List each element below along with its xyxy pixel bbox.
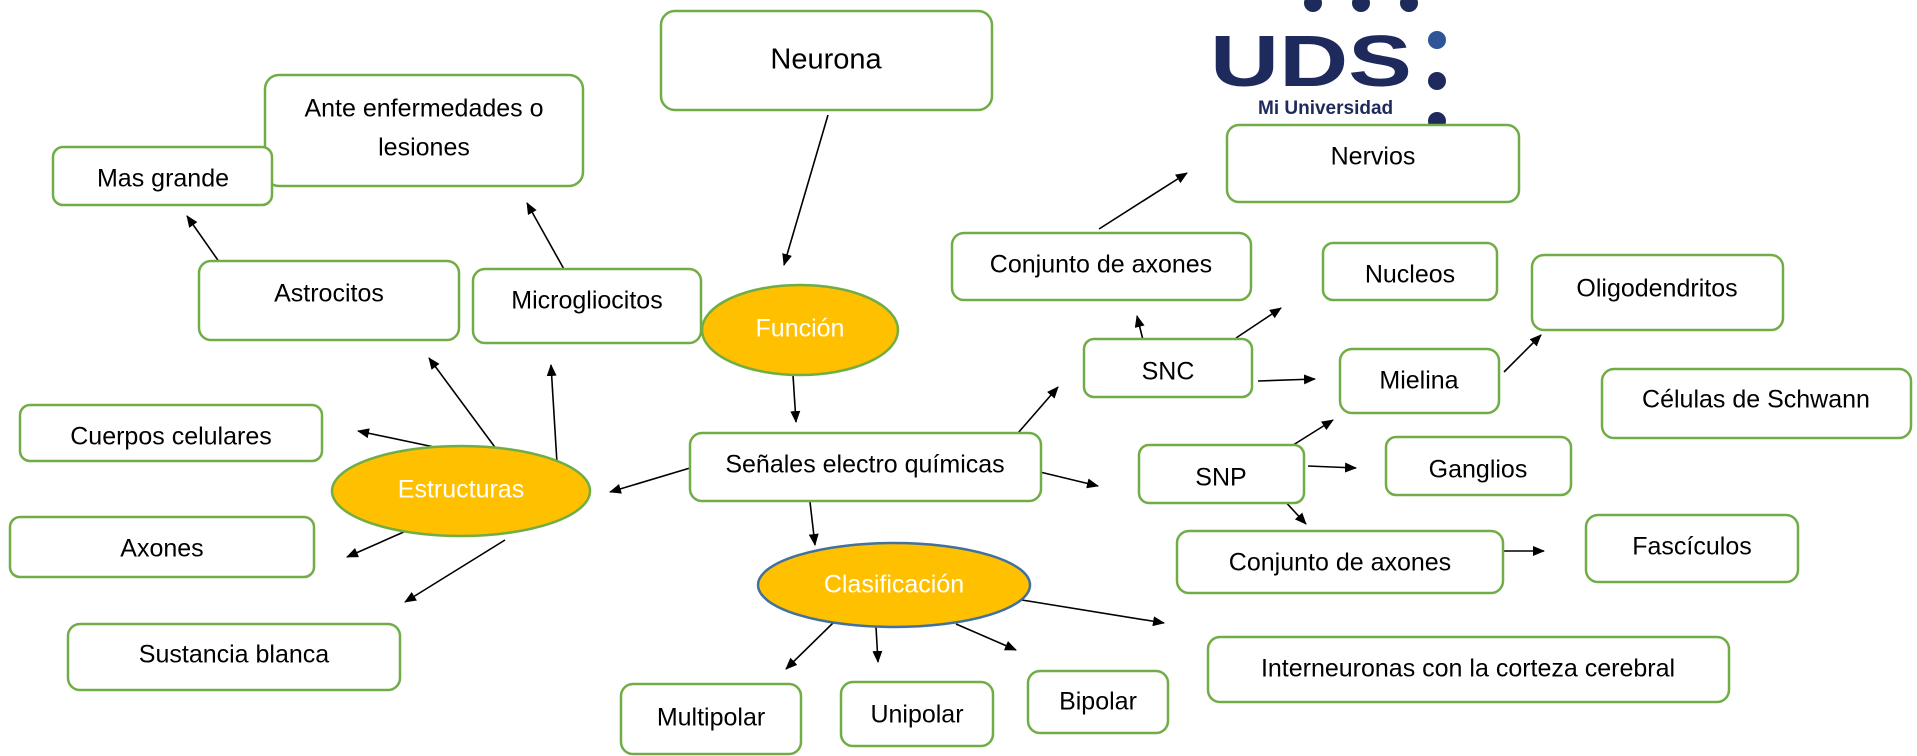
node-label: Axones	[120, 535, 203, 563]
node-mas-grande: Mas grande	[51, 145, 274, 207]
node-snp: SNP	[1137, 443, 1306, 505]
arrow-estructuras-astrocitos	[428, 357, 498, 451]
node-nervios: Nervios	[1225, 123, 1521, 204]
node-cuerpos-celulares: Cuerpos celulares	[18, 403, 324, 463]
arrow-snp-mielina	[1289, 419, 1334, 448]
arrow-clasificacion-multipolar	[785, 621, 835, 670]
node-astrocitos: Astrocitos	[197, 259, 461, 342]
arrow-estructuras-microgliocitos	[546, 364, 558, 464]
logo-dot	[1428, 72, 1446, 90]
node-axones: Axones	[8, 515, 316, 579]
logo-wordmark: UDS	[1210, 22, 1412, 102]
arrow-estructuras-axones	[346, 530, 407, 558]
logo-dot	[1352, 0, 1370, 12]
node-label: Ante enfermedades o	[304, 95, 543, 123]
logo-dot	[1400, 0, 1418, 12]
node-label: Nucleos	[1365, 261, 1455, 289]
node-conjunto-axones-snp: Conjunto de axones	[1175, 529, 1505, 595]
node-nucleos: Nucleos	[1321, 241, 1499, 302]
arrow-clasificacion-interneuronas	[1021, 599, 1165, 627]
arrow-neurona-funcion	[782, 114, 829, 266]
node-label: Clasificación	[824, 571, 964, 599]
node-multipolar: Multipolar	[619, 682, 803, 756]
node-label: SNC	[1142, 358, 1195, 386]
node-label: lesiones	[378, 134, 470, 162]
logo-dot	[1428, 31, 1446, 49]
node-label: Células de Schwann	[1642, 386, 1870, 414]
node-microgliocitos: Microgliocitos	[471, 267, 703, 345]
logo-dot	[1304, 0, 1322, 12]
arrow-conjunto-nervios	[1098, 172, 1188, 230]
node-label: Astrocitos	[274, 280, 384, 308]
node-oligodendritos: Oligodendritos	[1530, 253, 1785, 332]
node-label: Fascículos	[1632, 533, 1751, 561]
node-label: Mas grande	[97, 165, 229, 193]
node-fasciculos: Fascículos	[1584, 513, 1800, 584]
node-label: Conjunto de axones	[990, 251, 1212, 279]
node-label: Microgliocitos	[511, 287, 662, 315]
node-label: Estructuras	[398, 476, 524, 504]
node-celulas-schwann: Células de Schwann	[1600, 367, 1913, 440]
node-label: Nervios	[1331, 143, 1416, 171]
node-estructuras: Estructuras	[330, 444, 592, 538]
node-bipolar: Bipolar	[1026, 669, 1170, 735]
node-snc: SNC	[1082, 337, 1254, 399]
arrow-clasificacion-unipolar	[872, 626, 883, 663]
logo-tagline: Mi Universidad	[1258, 98, 1393, 119]
node-label: Cuerpos celulares	[70, 423, 272, 451]
arrow-senales-snp	[1039, 471, 1099, 489]
node-conjunto-axones-snc: Conjunto de axones	[950, 231, 1253, 302]
node-label: Ganglios	[1429, 456, 1528, 484]
arrow-snp-ganglios	[1307, 462, 1357, 473]
node-label: Bipolar	[1059, 688, 1137, 716]
node-interneuronas: Interneuronas con la corteza cerebral	[1206, 635, 1731, 704]
node-label: Neurona	[770, 44, 882, 76]
node-clasificacion: Clasificación	[756, 541, 1032, 629]
node-label: Mielina	[1379, 367, 1458, 395]
node-mielina: Mielina	[1338, 347, 1501, 415]
arrow-clasificacion-bipolar	[955, 623, 1017, 651]
arrow-snc-conjunto	[1134, 315, 1145, 341]
connectors	[186, 114, 1545, 670]
uds-logo: UDS Mi Universidad	[1210, 0, 1446, 130]
node-sustancia-blanca: Sustancia blanca	[66, 622, 402, 692]
node-label: Sustancia blanca	[139, 641, 330, 669]
node-label: Oligodendritos	[1576, 275, 1737, 303]
node-label: Unipolar	[870, 701, 963, 729]
arrow-astrocitos-masgrande	[186, 215, 223, 267]
node-label: Señales electro químicas	[725, 451, 1004, 479]
arrow-snc-mielina	[1257, 374, 1316, 385]
node-ante-enfermedades: Ante enfermedades o lesiones	[263, 73, 585, 188]
node-unipolar: Unipolar	[839, 680, 995, 748]
node-funcion: Función	[700, 283, 900, 377]
node-label: Función	[756, 315, 845, 343]
node-ganglios: Ganglios	[1384, 435, 1573, 497]
node-senales: Señales electro químicas	[688, 431, 1043, 503]
node-label: Conjunto de axones	[1229, 549, 1451, 577]
arrow-microgliocitos-ante	[526, 202, 566, 272]
node-neurona: Neurona	[659, 9, 994, 112]
arrow-senales-snc	[1017, 386, 1059, 434]
node-label: Multipolar	[657, 704, 765, 732]
arrow-funcion-senales	[790, 374, 801, 423]
arrow-senales-clasificacion	[808, 501, 819, 546]
arrow-senales-estructuras	[609, 467, 691, 494]
arrow-estructuras-sustancia	[404, 539, 506, 603]
arrow-snc-nucleos	[1235, 307, 1282, 339]
arrow-mielina-oligodendritos	[1503, 334, 1542, 373]
node-label: SNP	[1195, 464, 1246, 492]
node-label: Interneuronas con la corteza cerebral	[1261, 655, 1675, 683]
